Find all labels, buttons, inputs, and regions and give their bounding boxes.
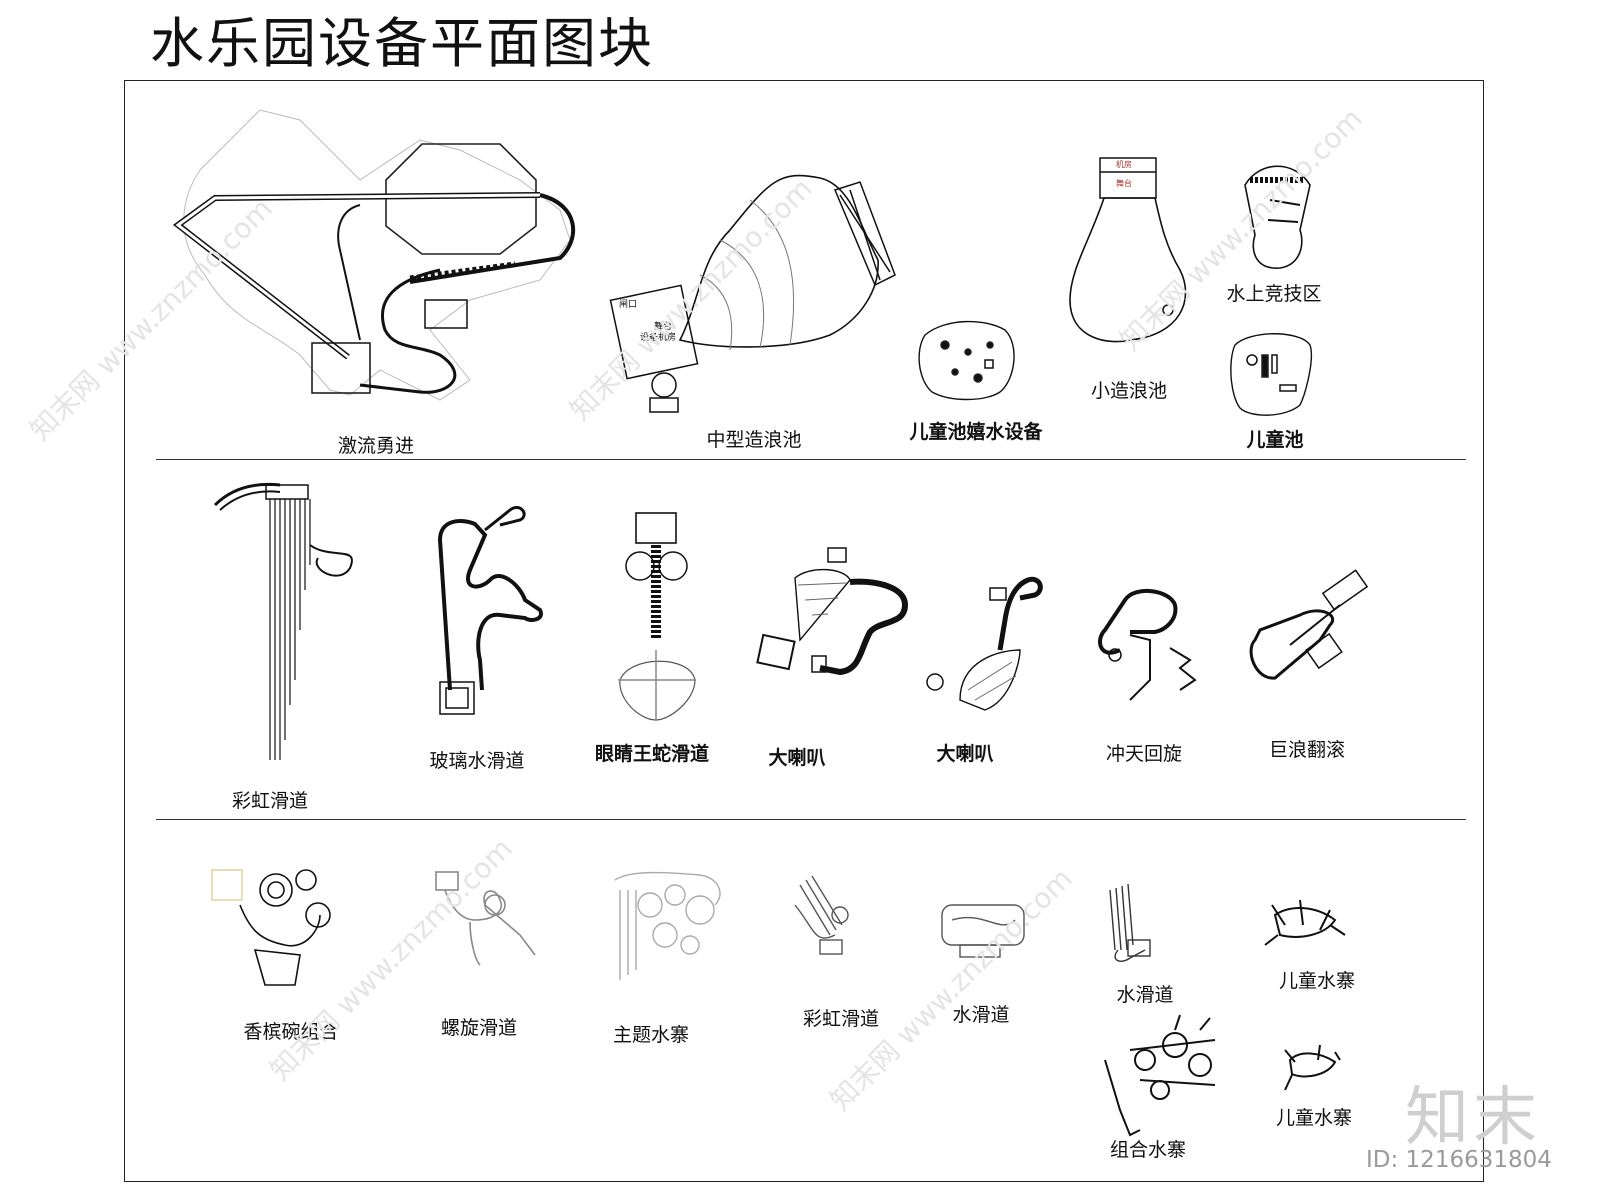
row-divider-2 [156, 819, 1466, 820]
drawing-frame [124, 80, 1484, 1182]
sky-loop-drawing [1098, 588, 1197, 701]
rainbow-label: 彩虹滑道 [231, 790, 309, 812]
betel-label: 香槟碗组合 [243, 1021, 339, 1043]
spiral-slide-drawing [435, 871, 536, 966]
slide-label: 水滑道 [952, 1004, 1010, 1026]
combo-fort-drawing [1104, 1014, 1216, 1137]
glass-label: 玻璃水滑道 [429, 750, 525, 772]
rainbow2-label: 彩虹滑道 [802, 1008, 880, 1030]
small-wave-label: 小造浪池 [1090, 380, 1168, 402]
kids-fort2-label: 儿童水寨 [1275, 1107, 1353, 1129]
page-title: 水乐园设备平面图块 [150, 12, 654, 75]
jifang-label: 机房 [1116, 160, 1132, 169]
cobra-label: 眼睛王蛇滑道 [594, 743, 710, 765]
betel-bowl-drawing [211, 869, 331, 986]
water-slide-drawing [941, 904, 1025, 958]
kids-spray-drawing [918, 320, 1015, 401]
kids-pool-label: 儿童池 [1246, 429, 1304, 451]
row-divider-1 [156, 459, 1466, 460]
kids-fort2-drawing [1284, 1044, 1341, 1091]
wutai2-label: 舞台 [653, 322, 673, 332]
medium-wave-label: 中型造浪池 [706, 429, 802, 451]
kids-fort1-label: 儿童水寨 [1278, 970, 1356, 992]
small-wave-pool-drawing [1069, 157, 1187, 343]
theme-fort-drawing [614, 871, 721, 980]
cobra-slide-drawing [618, 512, 696, 721]
watermark-id: ID: 1216631804 [1366, 1147, 1552, 1173]
kids-fort1-drawing [1264, 899, 1346, 946]
horn1-label: 大喇叭 [768, 747, 826, 769]
rainbow-slide2-drawing [794, 875, 849, 955]
wutai-label: 舞台 [1116, 179, 1132, 188]
spiral-label: 螺旋滑道 [440, 1017, 518, 1039]
jiliu-label: 激流勇进 [337, 435, 415, 457]
horn2-drawing [926, 576, 1043, 711]
shebei-label: 设备机房 [639, 333, 677, 343]
kids-spray-label: 儿童池嬉水设备 [909, 421, 1043, 443]
water-sport-drawing [1244, 165, 1311, 269]
rainbow-slide-drawing [213, 482, 353, 760]
horn1-drawing [756, 547, 909, 676]
water-sport-label: 水上竞技区 [1226, 283, 1322, 305]
slide2-label: 水滑道 [1116, 984, 1174, 1006]
theme-label: 主题水寨 [612, 1024, 690, 1046]
horn2-label: 大喇叭 [936, 743, 994, 765]
wave-roll-label: 巨浪翻滚 [1268, 739, 1346, 761]
watermark-logo: 知末 [1405, 1081, 1541, 1155]
jiliu-drawing [173, 109, 575, 401]
kids-pool-drawing [1230, 333, 1312, 416]
glass-slide-drawing [437, 505, 543, 715]
wave-roll-drawing [1249, 569, 1369, 680]
zhakou-label: 闸口 [618, 300, 638, 310]
combo-label: 组合水寨 [1109, 1139, 1187, 1161]
water-slide2-drawing [1109, 883, 1151, 962]
sky-label: 冲天回旋 [1105, 743, 1183, 765]
medium-wave-pool-drawing [609, 174, 896, 413]
